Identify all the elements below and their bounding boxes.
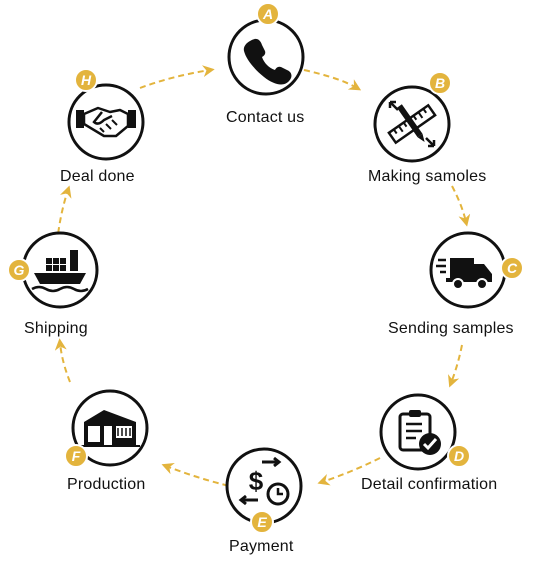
ruler-pencil-icon [387,100,437,148]
step-node-f: F [64,389,149,468]
connector-d-e [317,457,381,486]
svg-text:$: $ [249,466,264,496]
step-label-making-samples: Making samoles [368,168,487,185]
step-node-a: A [227,2,305,96]
node-circle [227,18,305,96]
step-node-e: $ E [225,447,303,534]
badge-letter: A [262,6,273,22]
handshake-icon [76,106,136,138]
badge-circle [500,256,524,280]
badge-letter: D [454,448,464,464]
badge-circle [250,510,274,534]
connector-c-d [448,344,463,388]
badge-circle [64,444,88,468]
step-label-contact-us: Contact us [226,109,305,126]
step-node-b: B [373,71,452,163]
badge-circle [447,444,471,468]
step-label-detail-confirmation: Detail confirmation [361,476,498,493]
connector-f-g [54,338,71,383]
delivery-truck-icon [436,258,492,290]
step-label-production: Production [67,476,146,493]
step-label-payment: Payment [229,538,294,555]
badge-circle [7,258,31,282]
badge-circle [256,2,280,26]
payment-exchange-icon: $ [238,456,290,506]
cargo-ship-icon [31,250,89,293]
step-node-c: C [429,231,524,309]
phone-icon [243,38,292,85]
step-label-deal-done: Deal done [60,168,135,185]
step-node-d: D [379,393,471,471]
step-label-sending-samples: Sending samples [388,320,514,337]
step-node-h: H [67,68,145,161]
connector-b-c [451,185,471,227]
badge-circle [74,68,98,92]
factory-building-icon [80,410,140,447]
badge-letter: B [435,75,445,91]
badge-letter: H [81,72,92,88]
badge-letter: C [507,260,518,276]
badge-letter: F [72,448,81,464]
badge-letter: E [257,514,267,530]
step-node-g: G [7,231,99,309]
badge-letter: G [14,262,25,278]
connector-a-b [303,69,362,91]
step-label-shipping: Shipping [24,320,88,337]
badge-circle [428,71,452,95]
clipboard-check-icon [398,410,441,455]
connector-h-a [139,65,215,89]
